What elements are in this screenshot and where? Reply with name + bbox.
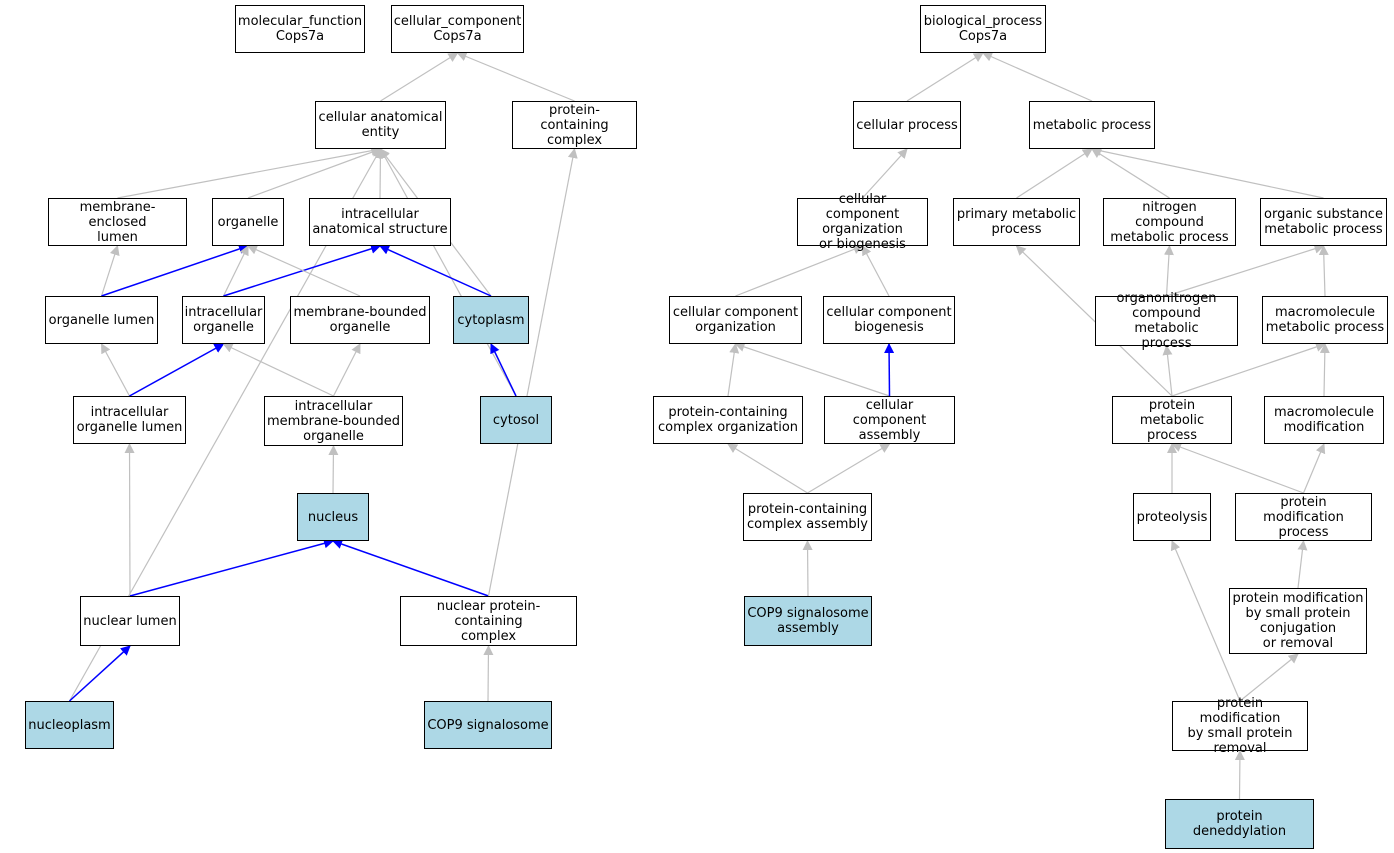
edge-cca-to-cco — [734, 342, 890, 397]
edge-mp-to-bp — [982, 52, 1093, 102]
go-term-node: macromolecule modification — [1264, 396, 1384, 444]
edge-pmp-to-mp — [1016, 148, 1093, 199]
go-term-node: nuclear lumen — [80, 596, 180, 646]
go-term-node: protein-containing complex organization — [653, 396, 803, 444]
edge-csna-to-pcca — [802, 540, 813, 597]
go-term-node: nitrogen compound metabolic process — [1103, 198, 1236, 246]
edge-cp-to-bp — [906, 52, 984, 102]
go-term-node: nucleoplasm — [25, 701, 114, 749]
edge-oncmp-to-ncmp — [1163, 245, 1174, 297]
edge-cytosol-to-cae — [379, 148, 517, 397]
go-term-node: cellular component biogenesis — [823, 296, 955, 344]
edge-ccb-to-ccob — [861, 245, 890, 297]
edge-mel-to-cae — [117, 145, 382, 199]
go-term-node: metabolic process — [1029, 101, 1155, 149]
go-term-node: cellular process — [853, 101, 961, 149]
edge-csn-to-npcc — [483, 645, 494, 702]
edge-imbo-to-io — [222, 343, 334, 397]
go-term-node: protein-containing complex — [512, 101, 637, 149]
edge-ncmp-to-mp — [1091, 148, 1170, 199]
go-term-node: membrane-bounded organelle — [290, 296, 430, 344]
edge-mmp-to-osmp — [1318, 245, 1329, 297]
edge-nl-to-iol — [124, 443, 135, 597]
edge-cae-to-cc — [380, 52, 459, 102]
go-term-node: protein modification by small protein re… — [1172, 696, 1308, 756]
go-term-node: COP9 signalosome — [424, 701, 552, 749]
edge-mm-to-mmp — [1319, 343, 1330, 397]
edge-pmsp-to-pmodp — [1297, 540, 1308, 589]
go-term-node: intracellular anatomical structure — [309, 198, 451, 246]
go-term-node: organonitrogen compound metabolic proces… — [1095, 291, 1238, 351]
edge-imbo-to-mbo — [332, 343, 361, 397]
go-term-node: protein modification by small protein co… — [1229, 588, 1367, 654]
edge-pmspr-to-pmsp — [1239, 653, 1299, 702]
edge-pcca-to-cca — [807, 443, 891, 494]
edge-npcc-to-nuc — [332, 539, 489, 597]
edge-cytosol-to-cyto — [490, 343, 517, 397]
go-term-node: molecular_function Cops7a — [235, 5, 365, 53]
go-term-node: cellular component assembly — [824, 396, 955, 444]
edge-cyto-to-ias — [379, 245, 492, 297]
edge-ias-to-cae — [375, 148, 386, 199]
go-term-node: cellular component organization or bioge… — [797, 192, 928, 252]
edge-pmspr-to-prot — [1170, 540, 1241, 702]
edge-pdn-to-pmspr — [1234, 750, 1245, 800]
edge-cca-to-ccb — [884, 343, 895, 397]
edge-pcco-to-cco — [727, 343, 740, 397]
edge-np-to-nl — [68, 645, 131, 702]
edge-pcc-to-cc — [456, 51, 575, 102]
edge-protmp-to-pmp — [1015, 245, 1173, 397]
edge-protmp-to-oncmp — [1162, 345, 1173, 397]
go-term-node: biological_process Cops7a — [920, 5, 1046, 53]
go-term-node: cellular component organization — [669, 296, 802, 344]
go-term-node: proteolysis — [1133, 493, 1211, 541]
edge-org-to-cae — [247, 147, 382, 199]
go-term-node: primary metabolic process — [953, 198, 1080, 246]
go-term-node: protein metabolic process — [1112, 396, 1232, 444]
edge-protmp-to-mmp — [1171, 342, 1326, 397]
edge-osmp-to-mp — [1091, 145, 1324, 199]
go-term-node: nucleus — [297, 493, 369, 541]
go-term-node: protein deneddylation — [1165, 799, 1314, 849]
go-term-node: cytoplasm — [453, 296, 529, 344]
go-term-node: organelle lumen — [45, 296, 158, 344]
edge-iol-to-orgl — [100, 343, 131, 397]
edge-oncmp-to-osmp — [1166, 243, 1325, 297]
edge-iol-to-io — [129, 343, 225, 397]
edge-io-to-org — [222, 245, 249, 297]
go-term-node: intracellular membrane-bounded organelle — [264, 396, 403, 446]
go-term-node: cellular_component Cops7a — [391, 5, 524, 53]
edge-pmodp-to-mm — [1302, 443, 1326, 494]
edge-nl-to-nuc — [129, 538, 334, 597]
edge-ccob-to-cp — [862, 148, 908, 199]
go-term-node: membrane-enclosed lumen — [48, 198, 187, 246]
edge-nuc-to-imbo — [328, 445, 339, 494]
go-term-node: cellular anatomical entity — [315, 101, 446, 149]
edge-pcca-to-pcco — [727, 443, 808, 494]
go-term-node: organelle — [212, 198, 284, 246]
go-term-node: nuclear protein-containing complex — [400, 596, 577, 646]
go-term-node: COP9 signalosome assembly — [744, 596, 872, 646]
edge-mbo-to-org — [247, 245, 361, 297]
go-term-node: macromolecule metabolic process — [1262, 296, 1388, 344]
go-term-node: intracellular organelle lumen — [73, 396, 186, 444]
go-term-node: protein modification process — [1235, 493, 1372, 541]
edge-io-to-ias — [223, 243, 381, 297]
edge-orgl-to-org — [101, 244, 249, 297]
edge-pmodp-to-protmp — [1171, 442, 1304, 494]
edge-cco-to-ccob — [735, 244, 864, 297]
edge-orgl-to-mel — [100, 245, 120, 297]
go-term-node: protein-containing complex assembly — [743, 493, 872, 541]
go-term-node: organic substance metabolic process — [1260, 198, 1387, 246]
go-term-node: intracellular organelle — [182, 296, 265, 344]
go-term-node: cytosol — [480, 396, 552, 444]
edge-npcc-to-pcc — [487, 148, 578, 597]
